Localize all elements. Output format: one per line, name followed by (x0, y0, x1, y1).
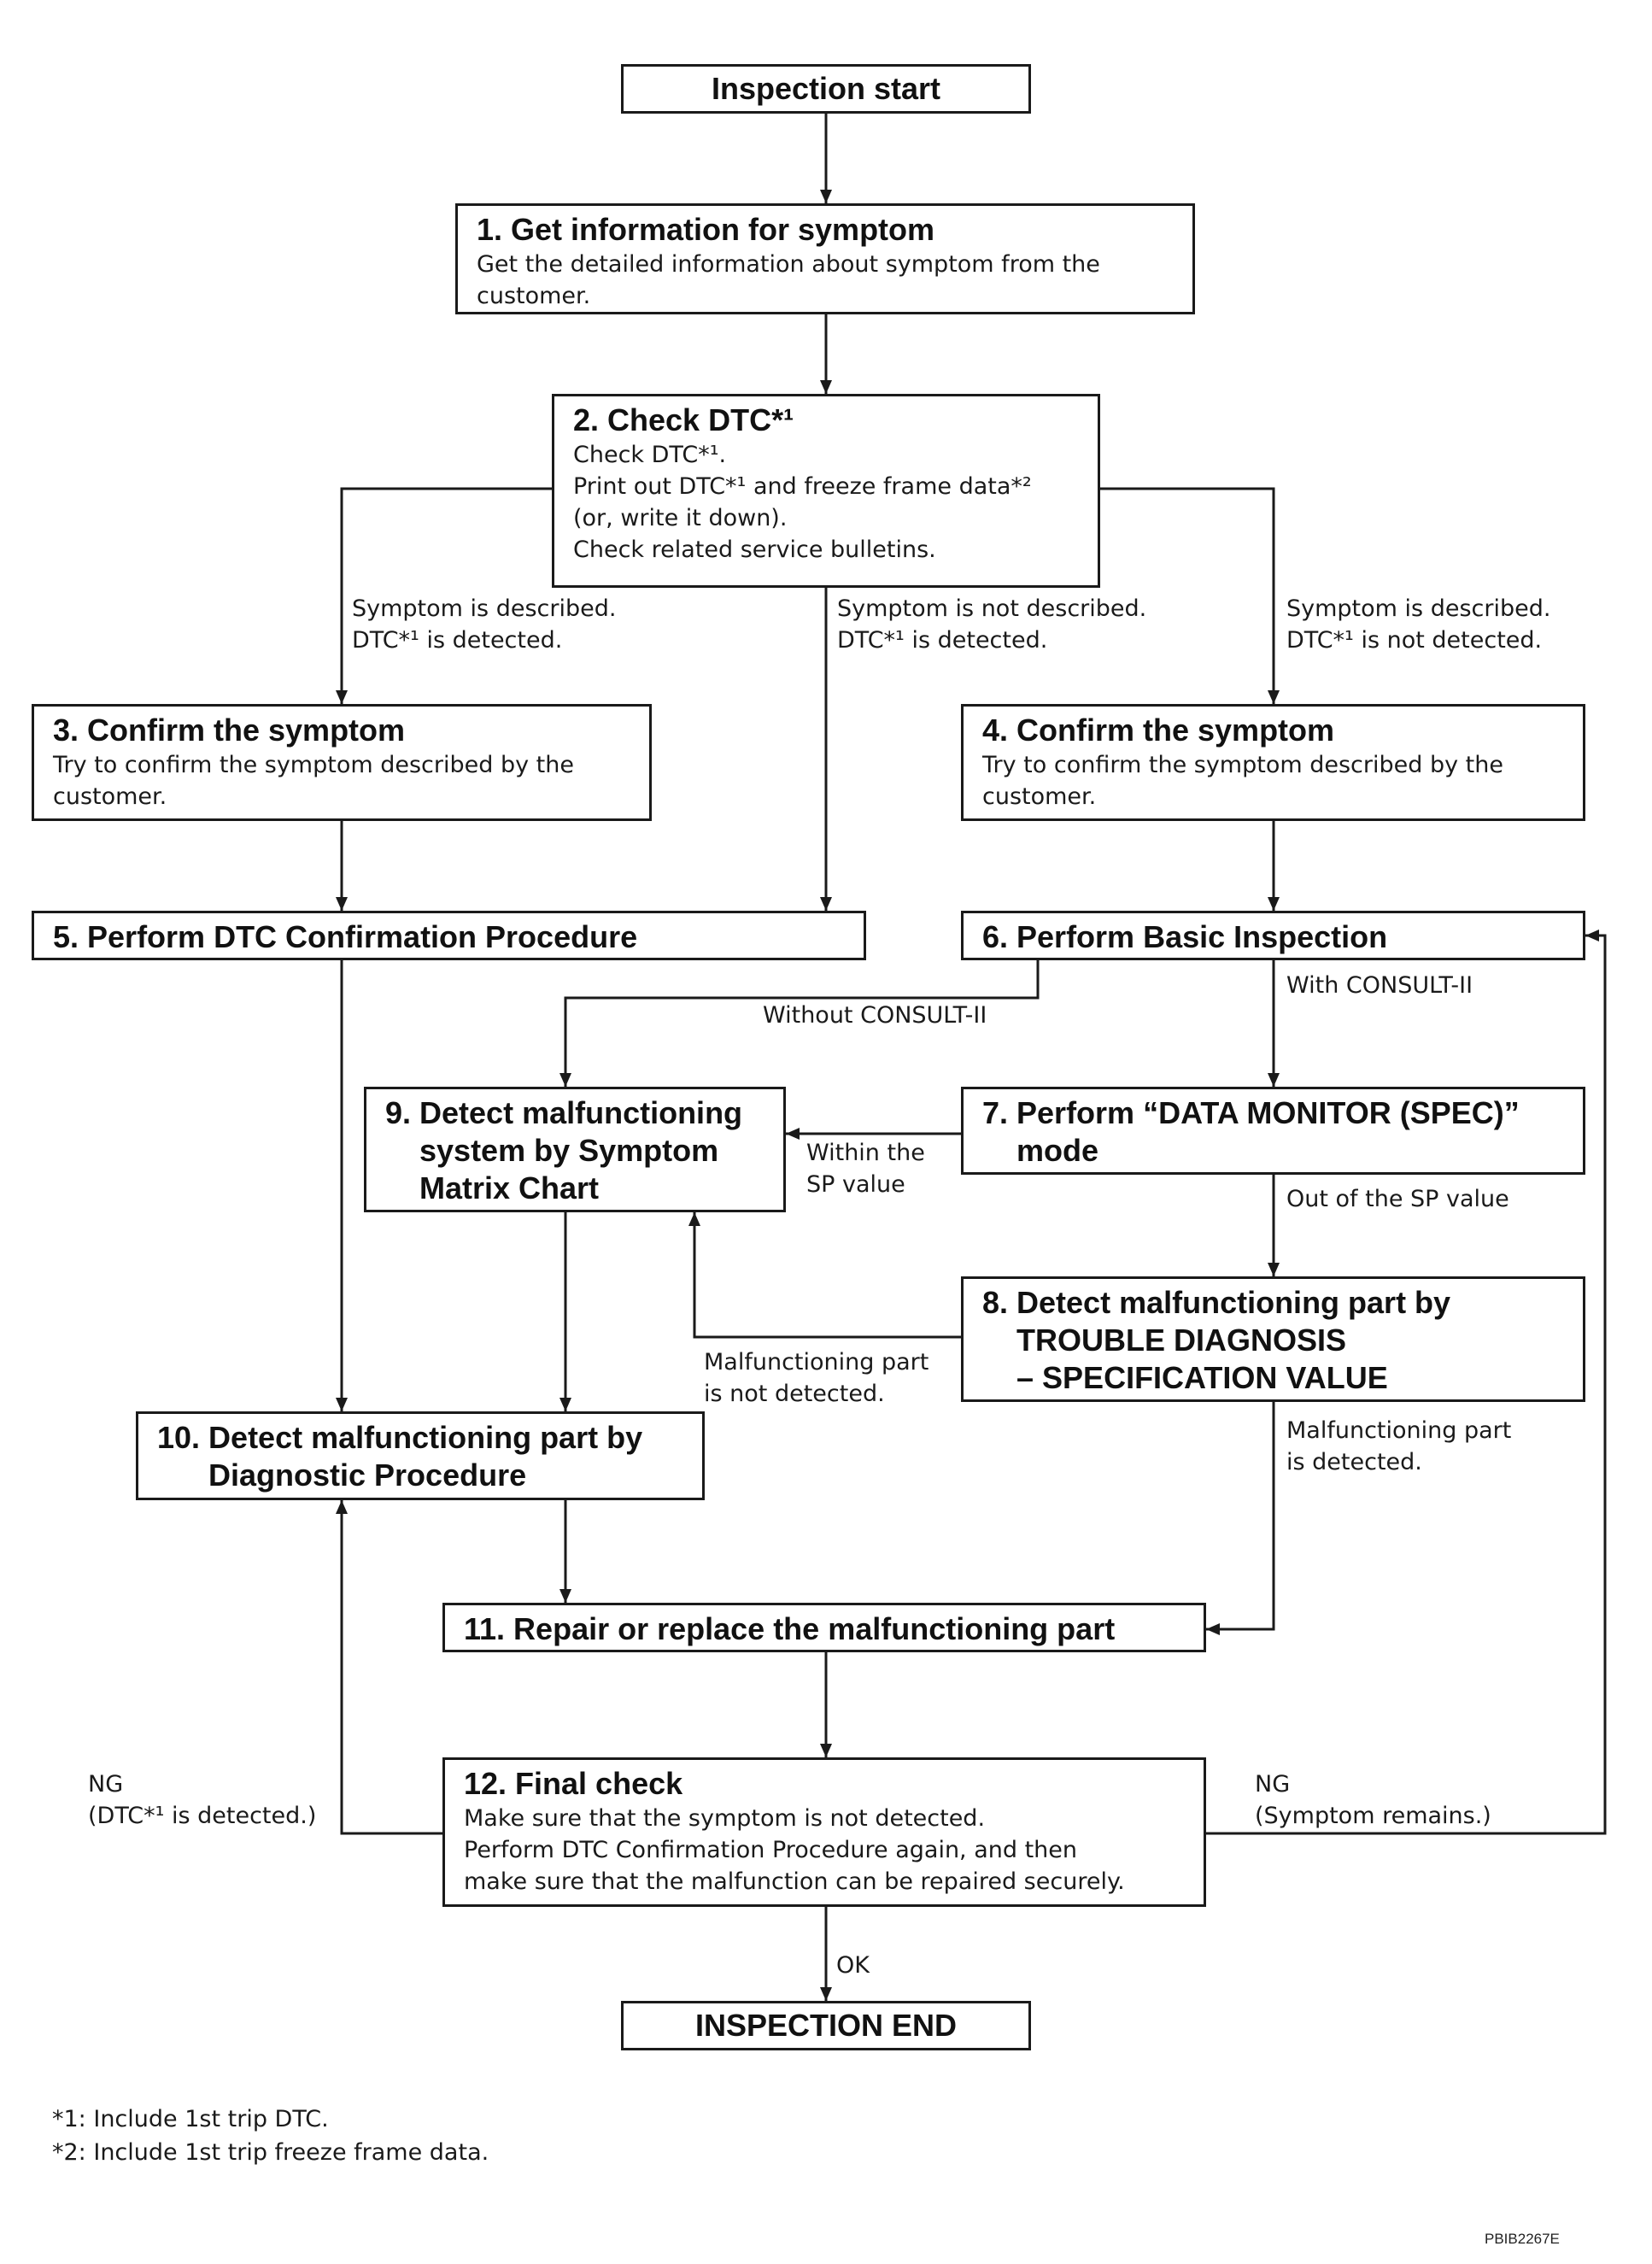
label-within-sp-value: Within the SP value (806, 1140, 925, 1198)
node-step-12-title: 12. Final check (464, 1766, 683, 1801)
connector-step11-to-step12 (820, 1652, 832, 1757)
connector-step9-to-step10 (559, 1212, 571, 1411)
connector-step2-to-step5 (820, 588, 832, 911)
figure-id: PBIB2267E (1485, 2231, 1560, 2247)
node-step-3: 3. Confirm the symptom Try to confirm th… (32, 704, 652, 821)
node-step-4-desc: Try to confirm the symptom described by … (982, 752, 1503, 810)
node-step-5-title: 5. Perform DTC Confirmation Procedure (53, 919, 638, 954)
node-step-11-title: 11. Repair or replace the malfunctioning… (464, 1611, 1116, 1646)
node-step-4-title: 4. Confirm the symptom (982, 713, 1335, 748)
label-with-consult: With CONSULT-II (1286, 972, 1473, 999)
label-part-not-detected: Malfunctioning part is not detected. (704, 1349, 929, 1407)
label-symptom-not-described-dtc-detected: Symptom is not described. DTC*¹ is detec… (837, 595, 1147, 654)
connector-step3-to-step5 (336, 821, 348, 911)
node-step-10: 10. Detect malfunctioning part by Diagno… (136, 1411, 705, 1500)
node-step-12-desc: Make sure that the symptom is not detect… (464, 1805, 1125, 1895)
connector-step6-to-step9 (559, 960, 1040, 1087)
node-step-8: 8. Detect malfunctioning part by TROUBLE… (961, 1276, 1585, 1402)
node-step-9: 9. Detect malfunctioning system by Sympt… (364, 1087, 786, 1212)
node-step-12: 12. Final check Make sure that the sympt… (442, 1757, 1206, 1907)
label-ng-symptom-remains: NG (Symptom remains.) (1255, 1771, 1491, 1829)
node-inspection-end: INSPECTION END (621, 2001, 1031, 2050)
node-step-2-title: 2. Check DTC*¹ (573, 402, 794, 437)
footnote-1: *1: Include 1st trip DTC. (52, 2106, 329, 2132)
connector-step7-to-step8 (1268, 1175, 1280, 1276)
connector-step5-to-step10 (336, 960, 348, 1411)
label-without-consult: Without CONSULT-II (763, 1002, 987, 1029)
connector-step12-ng-to-step6 (1206, 930, 1607, 1835)
label-out-of-sp-value: Out of the SP value (1286, 1186, 1509, 1212)
connector-step8-to-step11 (1206, 1402, 1275, 1635)
connector-step12-ng-to-step10 (336, 1500, 442, 1835)
node-step-6: 6. Perform Basic Inspection (961, 911, 1585, 960)
node-step-7-title: 7. Perform “DATA MONITOR (SPEC)” mode (982, 1095, 1520, 1168)
node-inspection-start: Inspection start (621, 64, 1031, 114)
node-step-6-title: 6. Perform Basic Inspection (982, 919, 1388, 954)
node-step-3-title: 3. Confirm the symptom (53, 713, 406, 748)
node-inspection-end-title: INSPECTION END (694, 2008, 958, 2043)
label-ng-dtc-detected: NG (DTC*¹ is detected.) (88, 1771, 317, 1829)
node-step-2-desc: Check DTC*¹. Print out DTC*¹ and freeze … (573, 442, 1032, 563)
connector-step10-to-step11 (559, 1500, 571, 1603)
node-step-7: 7. Perform “DATA MONITOR (SPEC)” mode (961, 1087, 1585, 1175)
node-step-5: 5. Perform DTC Confirmation Procedure (32, 911, 866, 960)
connector-step2-to-step3 (336, 487, 552, 704)
connector-step12-ok-to-end (820, 1907, 832, 2001)
connector-step8-to-step9 (688, 1212, 961, 1339)
label-symptom-described-dtc-not-detected: Symptom is described. DTC*¹ is not detec… (1286, 595, 1551, 654)
node-inspection-start-title: Inspection start (711, 71, 941, 106)
node-step-11: 11. Repair or replace the malfunctioning… (442, 1603, 1206, 1652)
node-step-1: 1. Get information for symptom Get the d… (455, 203, 1195, 314)
node-step-10-title: 10. Detect malfunctioning part by Diagno… (157, 1420, 643, 1493)
connector-start-to-step1 (820, 114, 832, 203)
label-part-detected: Malfunctioning part is detected. (1286, 1417, 1512, 1475)
label-ok: OK (836, 1952, 870, 1979)
node-step-3-desc: Try to confirm the symptom described by … (53, 752, 574, 810)
connector-step1-to-step2 (820, 314, 832, 394)
node-step-9-title: 9. Detect malfunctioning system by Sympt… (385, 1095, 743, 1205)
connector-step6-to-step7 (1268, 960, 1280, 1087)
node-step-1-desc: Get the detailed information about sympt… (477, 251, 1100, 309)
node-step-2: 2. Check DTC*¹ Check DTC*¹. Print out DT… (552, 394, 1100, 588)
connector-step2-to-step4 (1100, 487, 1280, 704)
node-step-4: 4. Confirm the symptom Try to confirm th… (961, 704, 1585, 821)
footnote-2: *2: Include 1st trip freeze frame data. (52, 2139, 489, 2166)
label-symptom-described-dtc-detected: Symptom is described. DTC*¹ is detected. (352, 595, 617, 654)
node-step-1-title: 1. Get information for symptom (477, 212, 935, 247)
connector-step7-to-step9 (786, 1128, 961, 1140)
connector-step4-to-step6 (1268, 821, 1280, 911)
node-step-8-title: 8. Detect malfunctioning part by TROUBLE… (982, 1285, 1451, 1395)
